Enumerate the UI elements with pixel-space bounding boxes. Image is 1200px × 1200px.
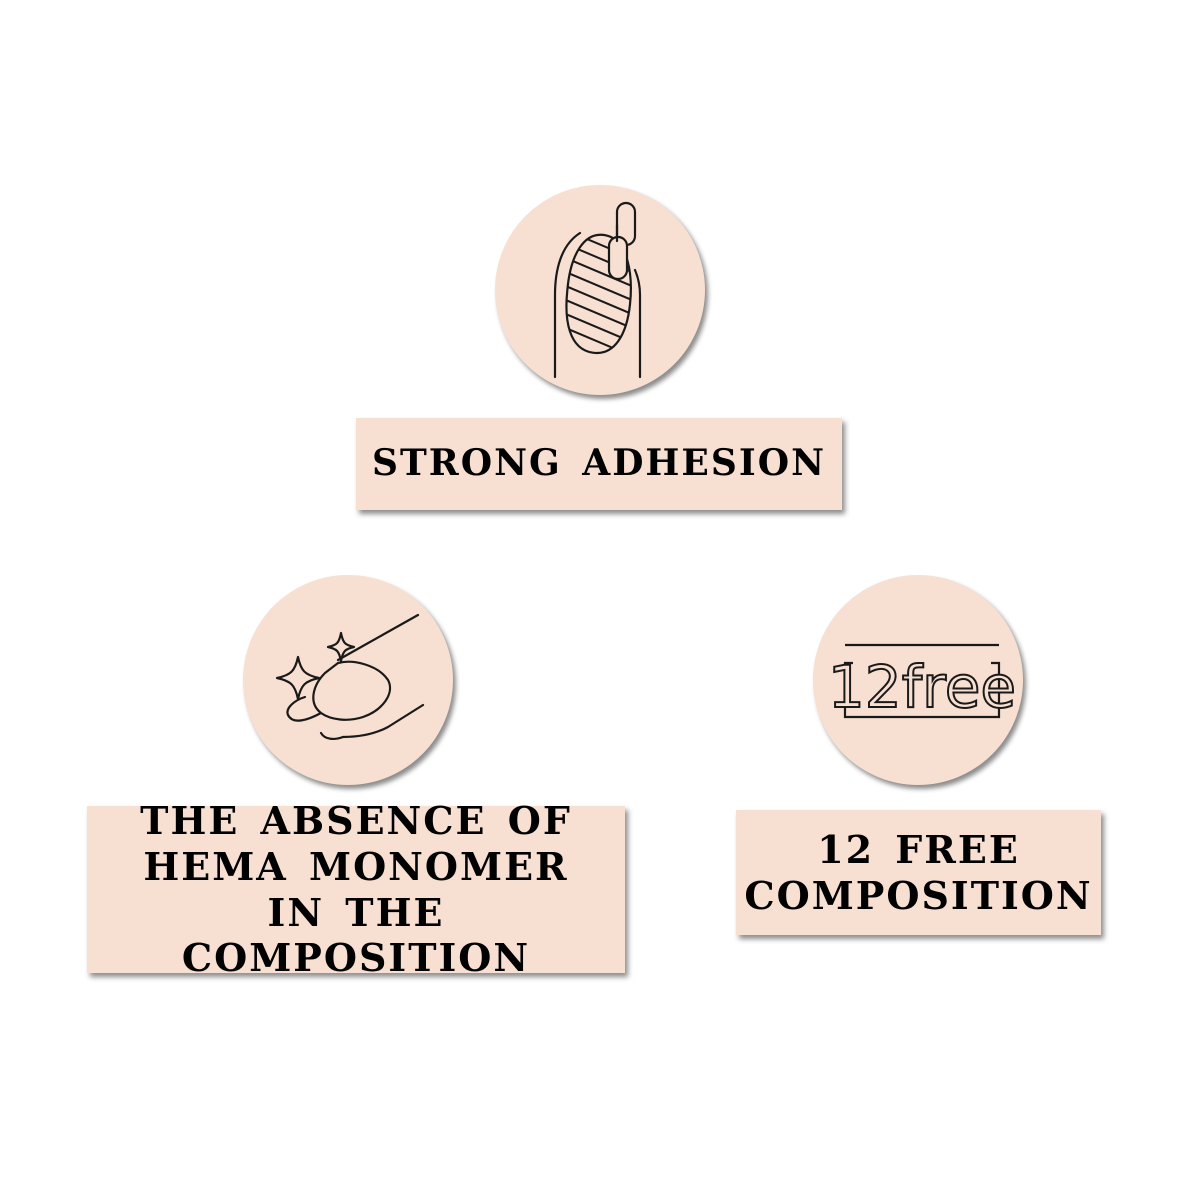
12-free-text: 12 FREE COMPOSITION xyxy=(744,827,1092,918)
label-line: COMPOSITION xyxy=(744,872,1093,918)
label-line: STRONG ADHESION xyxy=(372,442,826,485)
hema-free-text: THE ABSENCE OF HEMA MONOMER IN THE COMPO… xyxy=(87,798,625,980)
12-free-label: 12 FREE COMPOSITION xyxy=(736,810,1101,935)
label-line: HEMA MONOMER xyxy=(143,843,569,889)
strong-adhesion-badge xyxy=(495,185,705,395)
hema-free-badge xyxy=(243,575,453,785)
label-line: THE ABSENCE OF xyxy=(140,798,572,844)
label-line: IN THE COMPOSITION xyxy=(181,889,531,981)
12-free-badge-icon: 12free xyxy=(827,643,1017,722)
finger-with-sparkles-icon xyxy=(275,613,425,740)
12-free-badge: 12free xyxy=(813,575,1023,785)
nail-with-chain-link-icon xyxy=(553,201,642,379)
label-line: 12 FREE xyxy=(817,826,1020,872)
strong-adhesion-label: STRONG ADHESION xyxy=(356,418,842,510)
strong-adhesion-text: STRONG ADHESION xyxy=(372,442,826,485)
hema-free-label: THE ABSENCE OF HEMA MONOMER IN THE COMPO… xyxy=(87,798,625,980)
12-free-icon-text: 12free xyxy=(828,653,1016,721)
